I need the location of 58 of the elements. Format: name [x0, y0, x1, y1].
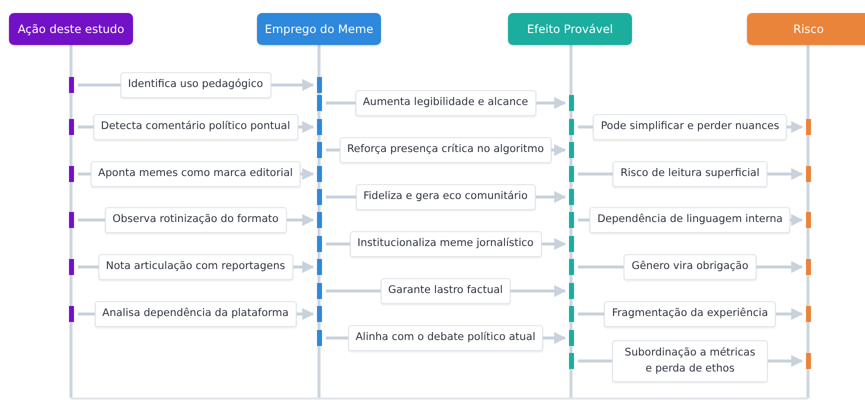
activation-bar — [69, 306, 74, 322]
activation-bar — [69, 119, 74, 135]
edge-label: Risco de leitura superficial — [612, 161, 768, 187]
activation-bar — [806, 212, 811, 228]
activation-bar — [569, 353, 574, 369]
edge-label: Observa rotinização do formato — [104, 207, 287, 233]
edge-label: Pode simplificar e perder nuances — [592, 114, 788, 140]
activation-bar — [69, 77, 74, 93]
activation-bar — [569, 236, 574, 252]
activation-bar — [806, 353, 811, 369]
activation-bar — [69, 259, 74, 275]
activation-bar — [569, 189, 574, 205]
activation-bar — [569, 212, 574, 228]
activation-bar — [317, 119, 322, 135]
activation-bar — [317, 259, 322, 275]
edge-label: Alinha com o debate político atual — [348, 325, 544, 351]
activation-bar — [806, 166, 811, 182]
activation-bar — [317, 95, 322, 111]
activation-bar — [569, 142, 574, 158]
activation-bar — [317, 142, 322, 158]
activation-bar — [317, 189, 322, 205]
edge-label: Fideliza e gera eco comunitário — [355, 184, 536, 210]
activation-bar — [69, 212, 74, 228]
activation-bar — [317, 77, 322, 93]
activation-bar — [569, 330, 574, 346]
edge-label: Institucionaliza meme jornalístico — [349, 231, 542, 257]
edge-label: Gênero vira obrigação — [624, 254, 756, 280]
activation-bar — [569, 119, 574, 135]
edge-label: Dependência de linguagem interna — [589, 207, 791, 233]
activation-bar — [806, 306, 811, 322]
activation-bar — [569, 95, 574, 111]
activation-bar — [806, 259, 811, 275]
activation-bar — [317, 236, 322, 252]
activation-bar — [317, 166, 322, 182]
edge-label: Reforça presença crítica no algoritmo — [339, 137, 552, 163]
lane-header: Emprego do Meme — [257, 13, 381, 45]
lane-header: Risco — [747, 13, 865, 45]
activation-bar — [569, 259, 574, 275]
edge-label: Subordinação a métricas e perda de ethos — [612, 340, 768, 382]
activation-bar — [569, 306, 574, 322]
activation-bar — [569, 166, 574, 182]
edge-label: Aponta memes como marca editorial — [90, 161, 301, 187]
edge-label: Aumenta legibilidade e alcance — [354, 90, 536, 116]
lane-header: Ação deste estudo — [9, 13, 133, 45]
edge-label: Garante lastro factual — [380, 278, 511, 304]
activation-bar — [317, 283, 322, 299]
edge-label: Identifica uso pedagógico — [120, 72, 272, 98]
activation-bar — [569, 283, 574, 299]
edge-label: Fragmentação da experiência — [604, 301, 776, 327]
activation-bar — [317, 330, 322, 346]
edge-label: Detecta comentário político pontual — [92, 114, 298, 140]
activation-bar — [69, 166, 74, 182]
activation-bar — [806, 119, 811, 135]
activation-bar — [317, 306, 322, 322]
edge-label: Nota articulação com reportagens — [98, 254, 294, 280]
activation-bar — [317, 212, 322, 228]
lane-header: Efeito Provável — [508, 13, 632, 45]
edge-label: Analisa dependência da plataforma — [94, 301, 297, 327]
